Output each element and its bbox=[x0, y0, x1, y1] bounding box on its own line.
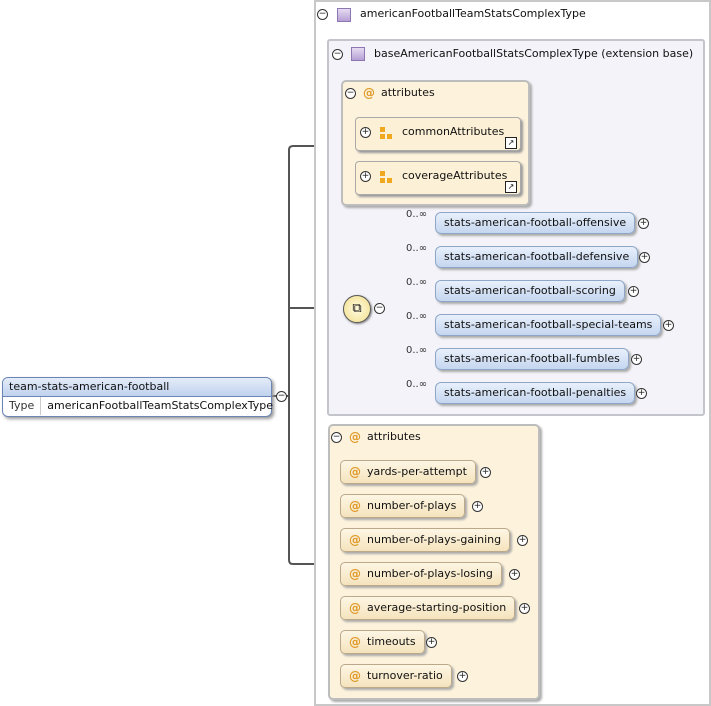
attribute-expand-toggle[interactable]: + bbox=[426, 637, 437, 648]
sequence-element-defensive[interactable]: stats-american-football-defensive bbox=[435, 246, 639, 268]
attribute-group-common-label: commonAttributes bbox=[402, 125, 505, 138]
attribute-label: average-starting-position bbox=[367, 601, 507, 614]
attribute-average-starting-position[interactable]: @ average-starting-position bbox=[340, 596, 516, 620]
attribute-turnover-ratio[interactable]: @ turnover-ratio bbox=[340, 664, 452, 688]
root-type-key: Type bbox=[3, 397, 42, 415]
occurrence-label: 0..∞ bbox=[406, 243, 428, 254]
element-expand-toggle[interactable]: + bbox=[628, 286, 639, 297]
attribute-expand-toggle[interactable]: + bbox=[480, 467, 491, 478]
attribute-expand-toggle[interactable]: + bbox=[509, 569, 520, 580]
attribute-label: number-of-plays-losing bbox=[367, 567, 493, 580]
sequence-element-fumbles[interactable]: stats-american-football-fumbles bbox=[435, 348, 629, 370]
attribute-expand-toggle[interactable]: + bbox=[517, 535, 528, 546]
ext-attributes-label: attributes bbox=[367, 430, 421, 443]
sequence-element-scoring[interactable]: stats-american-football-scoring bbox=[435, 280, 625, 302]
attribute-at-icon: @ bbox=[349, 669, 361, 683]
attribute-group-coverage-label: coverageAttributes bbox=[402, 169, 508, 182]
attribute-expand-toggle[interactable]: + bbox=[457, 671, 468, 682]
attribute-group-icon bbox=[380, 171, 385, 176]
sequence-element-special-teams[interactable]: stats-american-football-special-teams bbox=[435, 314, 662, 336]
occurrence-label: 0..∞ bbox=[406, 209, 428, 220]
reference-link-icon[interactable]: ↗ bbox=[505, 181, 517, 193]
occurrence-label: 0..∞ bbox=[406, 345, 428, 356]
base-type-label: baseAmericanFootballStatsComplexType (ex… bbox=[374, 47, 694, 60]
attribute-label: number-of-plays bbox=[367, 499, 457, 512]
attribute-expand-toggle[interactable]: + bbox=[519, 603, 530, 614]
attribute-number-of-plays-losing[interactable]: @ number-of-plays-losing bbox=[340, 562, 502, 586]
attribute-label: yards-per-attempt bbox=[367, 465, 467, 478]
attribute-group-coverage-expand-toggle[interactable]: + bbox=[360, 171, 371, 182]
base-type-icon bbox=[351, 47, 365, 61]
attribute-expand-toggle[interactable]: + bbox=[472, 501, 483, 512]
attribute-at-icon: @ bbox=[349, 601, 361, 615]
attribute-at-icon: @ bbox=[349, 533, 361, 547]
occurrence-label: 0..∞ bbox=[406, 311, 428, 322]
attribute-label: turnover-ratio bbox=[367, 669, 443, 682]
ext-attributes-collapse-toggle[interactable]: − bbox=[331, 432, 342, 443]
attribute-group-icon-part bbox=[387, 178, 392, 183]
attribute-group-icon-part bbox=[380, 134, 385, 139]
attribute-label: number-of-plays-gaining bbox=[367, 533, 502, 546]
attribute-label: timeouts bbox=[367, 635, 416, 648]
root-element[interactable]: team-stats-american-football Type americ… bbox=[2, 377, 273, 417]
root-type-value: americanFootballTeamStatsComplexType bbox=[47, 399, 274, 412]
occurrence-label: 0..∞ bbox=[406, 277, 428, 288]
base-type-collapse-toggle[interactable]: − bbox=[332, 49, 343, 60]
root-collapse-toggle[interactable]: − bbox=[276, 391, 287, 402]
element-expand-toggle[interactable]: + bbox=[639, 252, 650, 263]
element-expand-toggle[interactable]: + bbox=[663, 320, 674, 331]
attribute-group-icon-part bbox=[380, 178, 385, 183]
attribute-group-icon-part bbox=[387, 134, 392, 139]
sequence-icon[interactable]: ⧉ bbox=[343, 295, 371, 323]
attribute-at-icon: @ bbox=[349, 465, 361, 479]
base-attributes-collapse-toggle[interactable]: − bbox=[345, 88, 356, 99]
attribute-at-icon: @ bbox=[349, 567, 361, 581]
attribute-number-of-plays[interactable]: @ number-of-plays bbox=[340, 494, 466, 518]
complex-type-label: americanFootballTeamStatsComplexType bbox=[360, 7, 586, 20]
attribute-yards-per-attempt[interactable]: @ yards-per-attempt bbox=[340, 460, 476, 484]
base-attributes-label: attributes bbox=[381, 86, 435, 99]
element-expand-toggle[interactable]: + bbox=[638, 218, 649, 229]
sequence-collapse-toggle[interactable]: − bbox=[374, 303, 385, 314]
complex-type-collapse-toggle[interactable]: − bbox=[317, 9, 328, 20]
element-expand-toggle[interactable]: + bbox=[636, 388, 647, 399]
attribute-group-icon bbox=[380, 127, 385, 132]
attribute-timeouts[interactable]: @ timeouts bbox=[340, 630, 425, 654]
root-element-name: team-stats-american-football bbox=[3, 378, 271, 397]
attribute-at-icon: @ bbox=[349, 635, 361, 649]
sequence-element-offensive[interactable]: stats-american-football-offensive bbox=[435, 212, 636, 234]
complex-type-icon bbox=[337, 8, 351, 22]
element-expand-toggle[interactable]: + bbox=[631, 354, 642, 365]
attribute-at-icon: @ bbox=[349, 499, 361, 513]
root-type-row: Type americanFootballTeamStatsComplexTyp… bbox=[3, 397, 273, 415]
sequence-element-penalties[interactable]: stats-american-football-penalties bbox=[435, 382, 636, 404]
base-attributes-at-icon: @ bbox=[363, 86, 375, 100]
reference-link-icon[interactable]: ↗ bbox=[505, 137, 517, 149]
ext-attributes-at-icon: @ bbox=[349, 430, 361, 444]
attribute-group-common-expand-toggle[interactable]: + bbox=[360, 127, 371, 138]
attribute-number-of-plays-gaining[interactable]: @ number-of-plays-gaining bbox=[340, 528, 511, 552]
occurrence-label: 0..∞ bbox=[406, 379, 428, 390]
